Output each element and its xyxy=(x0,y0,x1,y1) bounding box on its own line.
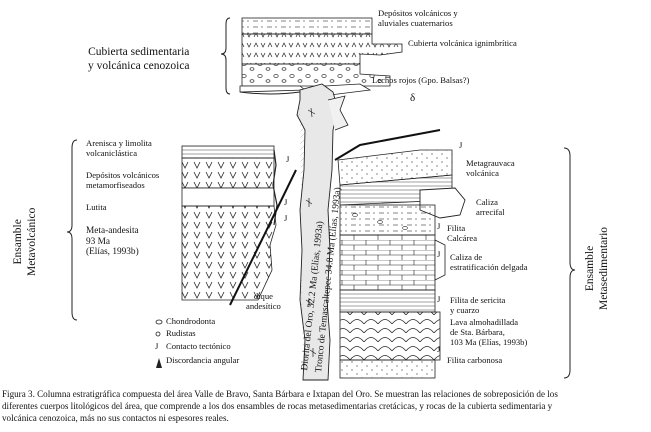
label-filita-calcarea: Filita Calcárea xyxy=(447,223,478,244)
label-caliza-estratificacion: Caliza de estratificación delgada xyxy=(450,252,528,273)
lava-line3: 103 Ma (Elías, 1993b) xyxy=(450,336,528,347)
label-metagrauvaca: Metagrauvaca volcánica xyxy=(466,158,515,179)
dique-line2: andesítico xyxy=(246,300,281,311)
legend-contacto-tectonico: Contacto tectónico xyxy=(166,341,231,351)
depositos-meta-line1: Depósitos volcánicos xyxy=(86,170,160,180)
contact-j-3: J xyxy=(284,213,288,223)
lava-line2: de Sta. Bárbara, xyxy=(450,326,505,337)
label-cubierta-sedimentaria: Cubierta sedimentaria y volcánica cenozo… xyxy=(88,46,190,74)
cubierta-sed-line2: y volcánica cenozoica xyxy=(88,59,190,72)
cenozoic-cover-column xyxy=(239,17,403,96)
contact-j-6: J xyxy=(437,249,441,259)
label-ensamble-metasedimentario: Ensamble Metasedimentario xyxy=(584,227,612,310)
contact-j-1: J xyxy=(286,154,290,164)
caption-line2: diferentes cuerpos litológicos del área,… xyxy=(2,401,553,411)
ensamble-volc-line1: Ensamble xyxy=(12,219,24,265)
label-depositos-metamorfiseados: Depósitos volcánicos metamorfiseados xyxy=(86,170,160,191)
filita-sericita-line1: Filita de sericita xyxy=(450,295,506,305)
meta-andesita-line3: (Elías, 1993b) xyxy=(86,247,139,258)
legend-contacto-symbol: J xyxy=(155,341,159,351)
arenisca-line1: Arenisca y limolita xyxy=(86,138,152,148)
label-lutita: Lutita xyxy=(86,202,107,212)
caliza-estrat-line1: Caliza de xyxy=(450,252,483,262)
metagrauvaca-line2: volcánica xyxy=(466,167,499,178)
label-arenisca: Arenisca y limolita volcaniclástica xyxy=(86,138,152,159)
metagrauvaca-line1: Metagrauvaca xyxy=(466,158,515,168)
metasedimentary-column xyxy=(334,129,466,379)
legend-symbols xyxy=(155,319,163,368)
label-delta: δ xyxy=(410,92,416,104)
ensamble-sed-line2: Metasedimentario xyxy=(597,226,610,310)
label-lechos-rojos: Lechos rojos (Gpo. Balsas?) xyxy=(372,75,470,85)
arenisca-line2: volcaniclástica xyxy=(86,147,138,158)
cubierta-sed-line1: Cubierta sedimentaria xyxy=(88,46,190,58)
contact-j-8: J xyxy=(437,344,441,354)
depositos-line2: aluviales cuaternarios xyxy=(378,17,453,28)
label-cubierta-volcanica: Cubierta volcánica ignimbrítica xyxy=(408,38,517,48)
meta-andesita-line1: Meta-andesita xyxy=(86,226,139,236)
contact-j-2: J xyxy=(284,197,288,207)
label-meta-andesita: Meta-andesita 93 Ma (Elías, 1993b) xyxy=(86,226,139,258)
legend-discordancia: Discordancia angular xyxy=(166,355,240,365)
contact-j-4: J xyxy=(459,140,463,150)
label-caliza-arrecifal: Caliza arrecifal xyxy=(476,197,505,218)
label-lava-almohadillada: Lava almohadillada de Sta. Bárbara, 103 … xyxy=(450,317,528,348)
depositos-line1: Depósitos volcánicos y xyxy=(378,8,458,18)
brace-left xyxy=(66,139,78,321)
legend-rudistas: Rudistas xyxy=(166,328,196,338)
caliza-estrat-line2: estratificación delgada xyxy=(450,261,528,272)
label-dique-andesitico: dique andesítico xyxy=(246,291,281,312)
metavolcanic-column xyxy=(181,145,297,306)
label-ensamble-metavolcanico: Ensamble Metavolcánico xyxy=(12,208,40,276)
caliza-arrecifal-line2: arrecifal xyxy=(476,206,505,217)
caliza-arrecifal-line1: Caliza xyxy=(476,197,498,207)
label-filita-carbonosa: Filita carbonosa xyxy=(447,355,503,365)
caption-line1: Figura 3. Columna estratigráfica compues… xyxy=(2,389,558,399)
contact-j-5: J xyxy=(437,221,441,231)
filita-calcarea-line1: Filita xyxy=(447,223,466,233)
depositos-meta-line2: metamorfiseados xyxy=(86,179,145,190)
meta-andesita-line2: 93 Ma xyxy=(86,236,111,247)
filita-calcarea-line2: Calcárea xyxy=(447,232,478,243)
ensamble-sed-line1: Ensamble xyxy=(584,245,596,292)
filita-sericita-line2: y cuarzo xyxy=(450,304,480,315)
brace-right xyxy=(563,147,576,379)
contact-j-7: J xyxy=(437,294,441,304)
legend-chondrodonta: Chondrodonta xyxy=(166,316,216,326)
label-filita-sericita: Filita de sericita y cuarzo xyxy=(450,295,506,316)
label-depositos-volcanicos: Depósitos volcánicos y aluviales cuatern… xyxy=(378,8,458,29)
brace-top xyxy=(220,17,231,95)
diorita-intrusion xyxy=(296,83,349,381)
lava-line1: Lava almohadillada xyxy=(450,317,519,327)
dique-line1: dique xyxy=(253,291,273,301)
figure-caption: Figura 3. Columna estratigráfica compues… xyxy=(2,388,649,424)
caption-line3: volcánica cenozoica, más no sus contacto… xyxy=(2,413,229,423)
ensamble-volc-line2: Metavolcánico xyxy=(25,207,38,276)
